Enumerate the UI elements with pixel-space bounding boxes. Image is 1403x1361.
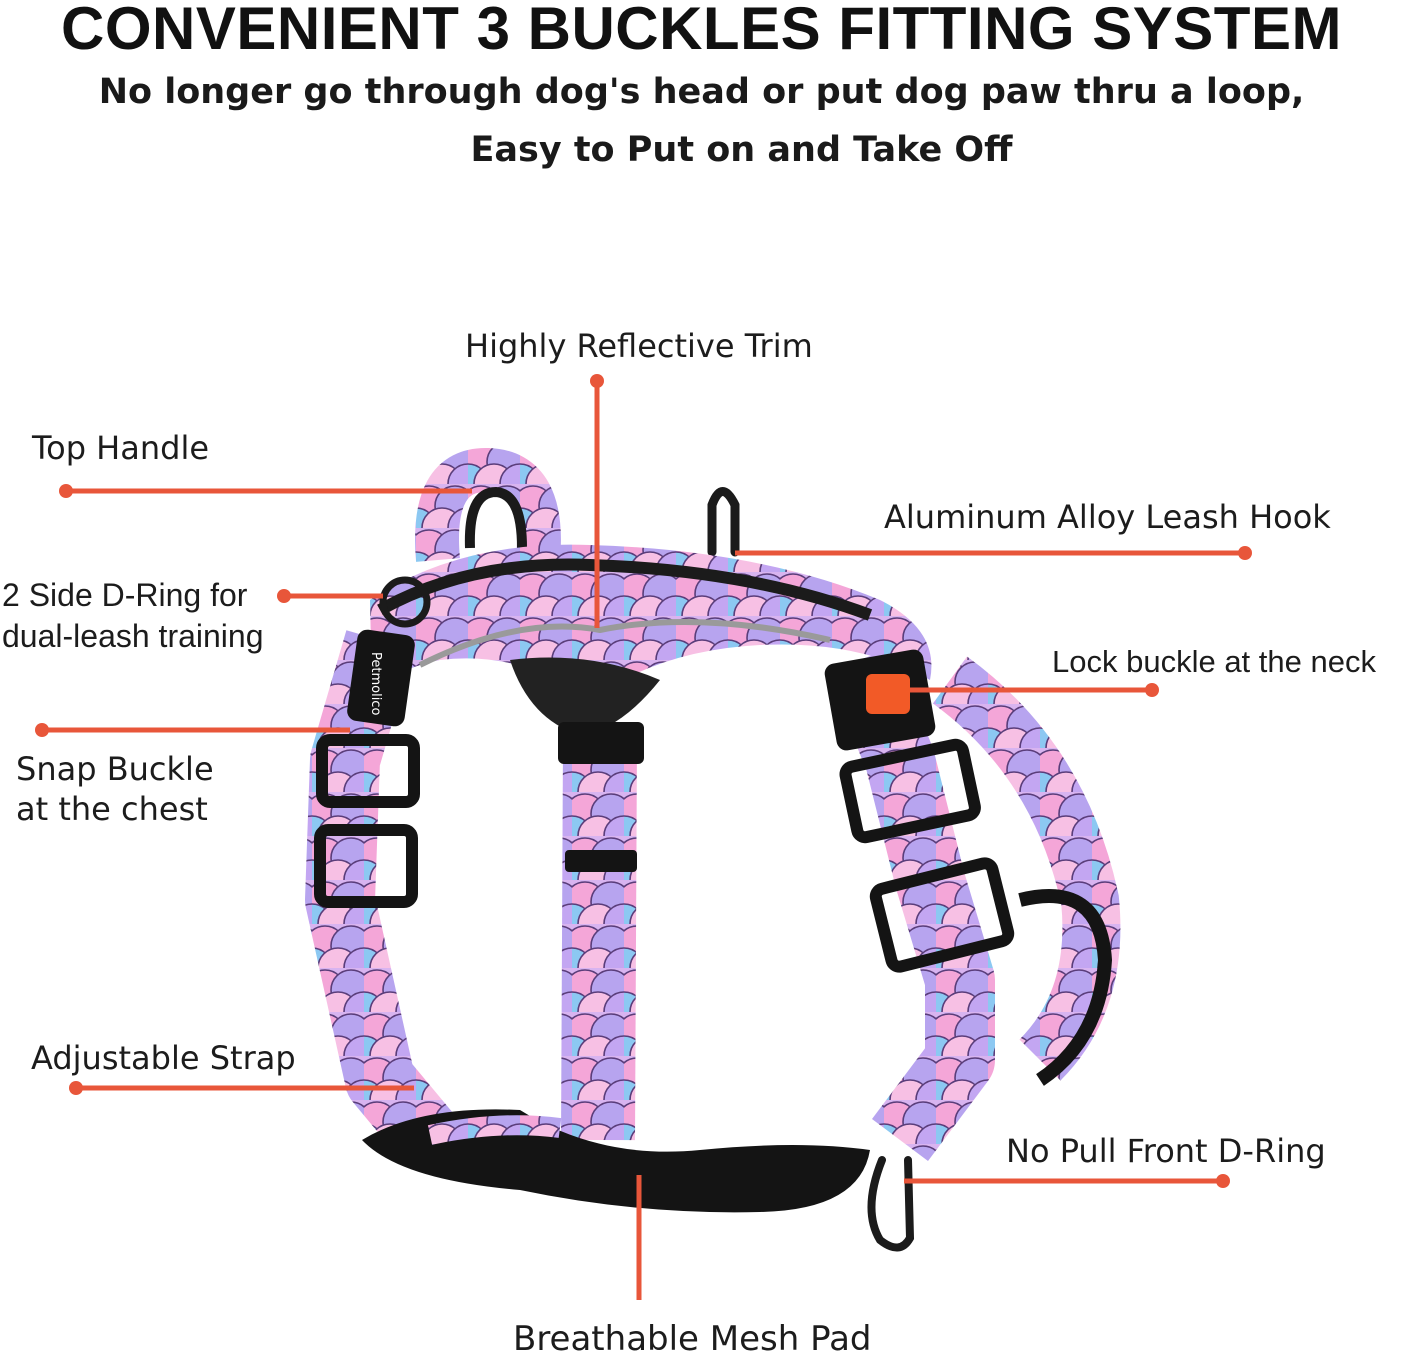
label-reflective-trim: Highly Reflective Trim [465,327,813,365]
callout-lines [35,374,1252,1300]
center-snap-buckle [558,722,644,764]
reflective-trim-line [418,619,831,668]
front-d-ring [867,1156,915,1252]
callout-dot-side-dring [277,589,291,603]
label-snap-buckle-line1: Snap Buckle [16,750,214,788]
callout-dot-front-dring [1216,1174,1230,1188]
label-leash-hook: Aluminum Alloy Leash Hook [884,498,1331,536]
page-title: CONVENIENT 3 BUCKLES FITTING SYSTEM [61,0,1342,62]
top-handle [415,448,561,562]
leash-hook-ring [707,487,740,557]
callout-dot-reflective-trim [590,374,604,388]
right-strap [827,647,995,1161]
callout-dot-snap-buckle [35,723,49,737]
center-chest-strap [561,739,637,1141]
label-side-dring-line1: 2 Side D-Ring for [2,577,248,613]
callout-dot-lock-buckle [1145,683,1159,697]
label-adjustable-strap: Adjustable Strap [31,1039,296,1077]
label-top-handle: Top Handle [32,429,210,467]
side-d-ring [379,576,431,628]
left-adjuster-2 [314,824,418,908]
subtitle-line-2: Easy to Put on and Take Off [470,130,1013,170]
label-lock-buckle: Lock buckle at the neck [1052,644,1376,679]
lock-tab [866,674,910,714]
label-snap-buckle-line2: at the chest [16,790,208,828]
subtitle-line-1: No longer go through dog's head or put d… [98,72,1305,112]
callout-dot-leash-hook [1238,546,1252,560]
label-mesh-pad: Breathable Mesh Pad [513,1319,872,1359]
left-adjuster-1 [316,734,420,808]
brand-label: Petmolico [368,652,383,715]
right-adjuster-1 [839,738,981,844]
callout-dot-adjustable-strap [69,1081,83,1095]
label-front-dring: No Pull Front D-Ring [1006,1132,1326,1170]
label-side-dring-line2: dual-leash training [2,618,264,654]
left-snap-buckle [347,629,415,727]
right-adjuster-2 [869,857,1015,973]
callout-dot-top-handle [59,484,73,498]
